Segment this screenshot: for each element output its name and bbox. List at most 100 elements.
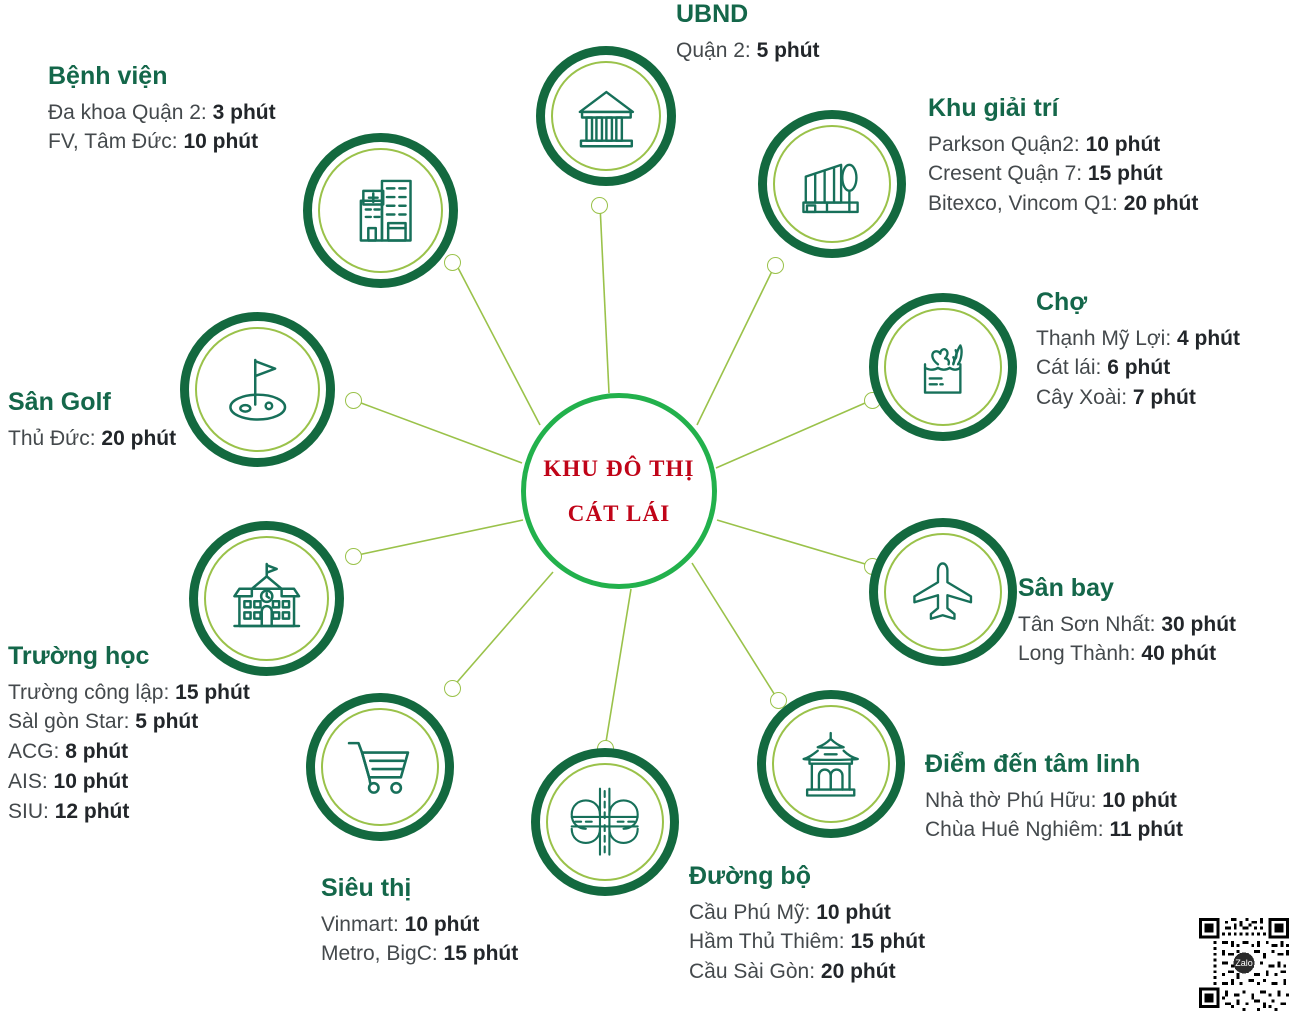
row-label: Cresent Quận 7: [928, 162, 1088, 186]
row-value: 11 phút [1109, 818, 1183, 842]
node-diem-den-tam-linh[interactable] [757, 690, 905, 838]
golf-flag-icon [218, 350, 297, 429]
hub-title-line-2: CÁT LÁI [567, 501, 671, 526]
row-value: 10 phút [1102, 788, 1177, 812]
row-label: Parkson Quận2: [928, 132, 1086, 156]
row-label: AIS: [8, 769, 54, 793]
row-label: Metro, BigC: [321, 942, 444, 966]
connector-joint [444, 680, 461, 697]
row-label: Đa khoa Quận 2: [48, 100, 213, 124]
grocery-bag-icon [905, 329, 980, 404]
highway-interchange-icon [567, 784, 642, 859]
row-value: 40 phút [1141, 642, 1217, 666]
text-block-cho: Chợ Thạnh Mỹ Lợi: 4 phút Cát lái: 6 phút… [1036, 288, 1240, 413]
row-label: Nhà thờ Phú Hữu: [925, 788, 1103, 812]
node-cho[interactable] [869, 293, 1017, 441]
text-block-benh-vien: Bệnh viện Đa khoa Quận 2: 3 phút FV, Tâm… [48, 62, 276, 157]
node-khu-giai-tri[interactable] [758, 110, 906, 258]
block-title: Sân Golf [8, 388, 111, 416]
block-row: Sàl gòn Star: 5 phút [8, 707, 250, 737]
pagoda-temple-icon [793, 726, 868, 801]
block-row: Cây Xoài: 7 phút [1036, 383, 1240, 413]
text-block-san-bay: Sân bay Tân Sơn Nhất: 30 phút Long Thành… [1018, 574, 1236, 669]
block-title: Siêu thị [321, 874, 412, 902]
block-row: Cát lái: 6 phút [1036, 353, 1240, 383]
node-inner-ring [884, 533, 1002, 651]
row-label: Cầu Sài Gòn: [689, 960, 821, 984]
block-row: Bitexco, Vincom Q1: 20 phút [928, 189, 1198, 219]
block-row: SIU: 12 phút [8, 797, 250, 827]
block-title: Chợ [1036, 288, 1088, 316]
row-value: 10 phút [816, 900, 891, 924]
row-value: 15 phút [1087, 162, 1163, 186]
node-inner-ring [884, 308, 1002, 426]
zalo-qr-code[interactable]: Zalo [1196, 915, 1292, 1011]
text-block-truong-hoc: Trường học Trường công lập: 15 phút Sàl … [8, 642, 250, 827]
qr-brand-label: Zalo [1235, 958, 1253, 968]
block-title: Điểm đến tâm linh [925, 750, 1141, 778]
row-label: Tân Sơn Nhất: [1018, 612, 1162, 636]
node-inner-ring [321, 708, 439, 826]
row-label: Sàl gòn Star: [8, 710, 136, 734]
node-truong-hoc[interactable] [189, 521, 344, 676]
center-hub: KHU ĐÔ THỊ CÁT LÁI [521, 393, 717, 589]
government-building-icon [571, 81, 642, 152]
node-ubnd[interactable] [536, 46, 676, 186]
block-row: Thủ Đức: 20 phút [8, 424, 176, 454]
text-block-ubnd: UBND Quận 2: 5 phút [676, 0, 820, 65]
node-san-bay[interactable] [869, 518, 1017, 666]
row-value: 12 phút [54, 799, 130, 823]
node-inner-ring [551, 61, 661, 171]
text-block-khu-giai-tri: Khu giải trí Parkson Quận2: 10 phút Cres… [928, 94, 1198, 219]
node-duong-bo[interactable] [531, 748, 679, 896]
row-value: 10 phút [183, 130, 259, 154]
text-block-duong-bo: Đường bộ Cầu Phú Mỹ: 10 phút Hầm Thủ Thi… [689, 862, 925, 987]
block-title: Khu giải trí [928, 94, 1059, 122]
text-block-san-golf: Sân Golf Thủ Đức: 20 phút [8, 388, 176, 453]
node-san-golf[interactable] [180, 312, 335, 467]
row-label: Trường công lập: [8, 680, 176, 704]
text-block-sieu-thi: Siêu thị Vinmart: 10 phút Metro, BigC: 1… [321, 874, 518, 969]
block-row: Long Thành: 40 phút [1018, 639, 1236, 669]
block-row: Hầm Thủ Thiêm: 15 phút [689, 927, 925, 957]
row-value: 10 phút [1085, 132, 1161, 156]
block-row: Metro, BigC: 15 phút [321, 939, 518, 969]
node-inner-ring [773, 125, 891, 243]
connector-joint [345, 548, 362, 565]
block-row: Trường công lập: 15 phút [8, 678, 250, 708]
row-label: ACG: [8, 740, 66, 764]
node-benh-vien[interactable] [303, 133, 458, 288]
row-value: 15 phút [443, 942, 519, 966]
block-row: Cầu Phú Mỹ: 10 phút [689, 898, 925, 928]
node-inner-ring [772, 705, 890, 823]
row-label: Bitexco, Vincom Q1: [928, 192, 1124, 216]
block-row: Quận 2: 5 phút [676, 36, 820, 66]
block-title: Đường bộ [689, 862, 811, 890]
block-row: Vinmart: 10 phút [321, 910, 518, 940]
block-row: Tân Sơn Nhất: 30 phút [1018, 610, 1236, 640]
block-row: AIS: 10 phút [8, 767, 250, 797]
row-value: 10 phút [53, 769, 129, 793]
block-row: Parkson Quận2: 10 phút [928, 130, 1198, 160]
row-value: 5 phút [756, 38, 820, 62]
text-block-diem-den-tam-linh: Điểm đến tâm linh Nhà thờ Phú Hữu: 10 ph… [925, 750, 1183, 845]
row-label: Hầm Thủ Thiêm: [689, 930, 851, 954]
node-sieu-thi[interactable] [306, 693, 454, 841]
mall-entertainment-icon [794, 146, 869, 221]
node-inner-ring [318, 148, 443, 273]
row-label: Cầu Phú Mỹ: [689, 900, 817, 924]
shopping-cart-icon [342, 729, 417, 804]
row-label: Quận 2: [676, 38, 757, 62]
row-label: FV, Tâm Đức: [48, 130, 184, 154]
block-row: Thạnh Mỹ Lợi: 4 phút [1036, 324, 1240, 354]
connector-joint [767, 257, 784, 274]
row-value: 20 phút [820, 960, 896, 984]
row-value: 20 phút [1123, 192, 1199, 216]
row-label: Chùa Huê Nghiêm: [925, 818, 1110, 842]
row-value: 15 phút [850, 930, 926, 954]
hospital-icon [341, 171, 420, 250]
row-label: Thủ Đức: [8, 426, 102, 450]
connector-joint [770, 692, 787, 709]
row-value: 6 phút [1107, 356, 1171, 380]
